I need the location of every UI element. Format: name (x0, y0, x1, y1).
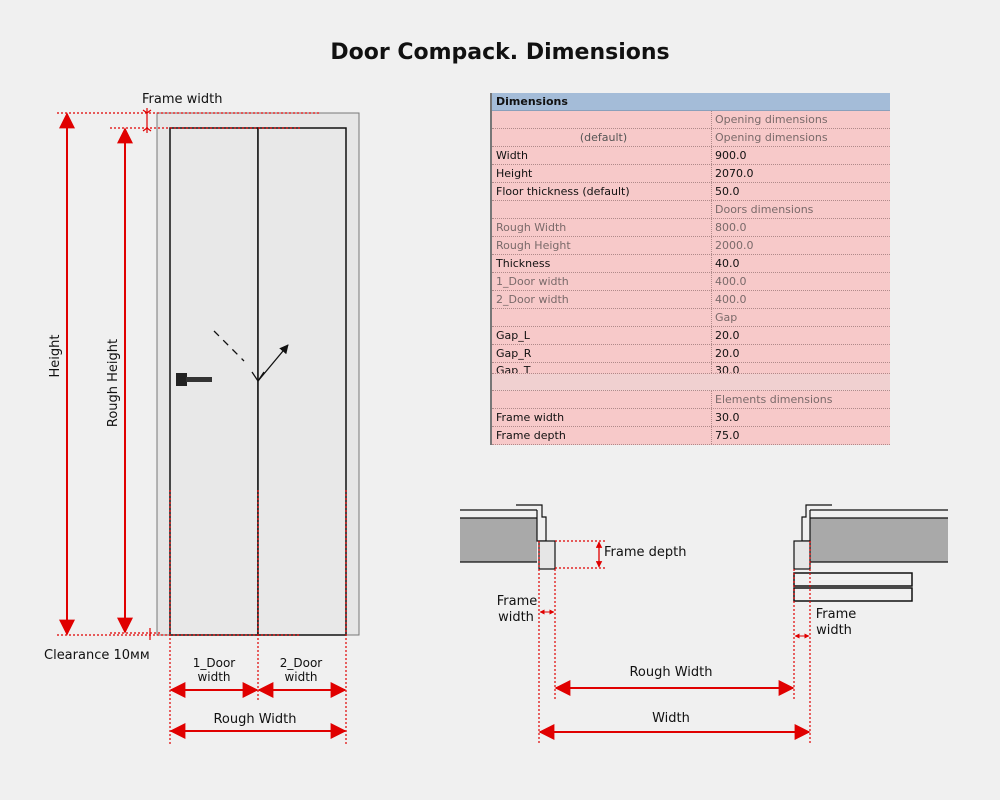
property-row-default: (default)Opening dimensions (492, 129, 890, 147)
folded-door-leaf-1 (793, 572, 913, 587)
property-value: Doors dimensions (715, 203, 814, 216)
property-row-floor-thickness: Floor thickness (default)50.0 (492, 183, 890, 201)
door-handle-icon (176, 373, 212, 386)
folded-door-leaf-2 (793, 587, 913, 602)
door1-width-label-2: width (197, 670, 230, 684)
section-view: Frame depth Frame width Frame width Roug… (460, 504, 948, 745)
property-name (492, 201, 712, 218)
property-name: Floor thickness (default) (492, 183, 712, 200)
property-value[interactable]: 40.0 (715, 257, 740, 270)
property-name: (default) (492, 129, 712, 146)
property-name: Frame depth (492, 427, 712, 444)
wall-right (810, 518, 948, 562)
property-value[interactable]: 50.0 (715, 185, 740, 198)
property-name (492, 111, 712, 128)
property-name: Thickness (492, 255, 712, 272)
fold-direction-icon (213, 330, 289, 383)
property-value: Gap (715, 311, 738, 324)
property-name: Width (492, 147, 712, 164)
property-name: Frame width (492, 409, 712, 426)
height-label: Height (48, 335, 63, 378)
frame-jamb-left (538, 540, 556, 570)
property-name (492, 309, 712, 326)
frame-width-label: Frame width (142, 92, 222, 107)
property-name: 1_Door width (492, 273, 712, 290)
property-name: 2_Door width (492, 291, 712, 308)
door1-width-label-1: 1_Door (193, 656, 236, 670)
property-value: 400.0 (715, 293, 747, 306)
property-value[interactable]: Opening dimensions (715, 131, 828, 144)
clearance-label: Clearance 10мм (44, 648, 150, 663)
property-value: 400.0 (715, 275, 747, 288)
section-dimension-lines (538, 541, 811, 740)
property-value[interactable]: 900.0 (715, 149, 747, 162)
section-rough-width-label: Rough Width (629, 665, 712, 680)
property-name: Height (492, 165, 712, 182)
property-value[interactable]: 20.0 (715, 347, 740, 360)
property-name: Rough Height (492, 237, 712, 254)
property-value: 800.0 (715, 221, 747, 234)
property-name: Gap_L (492, 327, 712, 344)
frame-width-tick (142, 108, 152, 640)
frame-width-right-label-1: Frame (816, 607, 857, 622)
property-name: Gap_R (492, 345, 712, 362)
rough-height-label: Rough Height (106, 339, 121, 427)
frame-width-right-label-2: width (816, 623, 852, 638)
property-value[interactable]: 30.0 (715, 411, 740, 424)
group-doors-dimensions: Doors dimensions (492, 201, 890, 219)
properties-header[interactable]: Dimensions (492, 93, 890, 111)
property-value: 2000.0 (715, 239, 754, 252)
property-value: Elements dimensions (715, 393, 833, 406)
property-value[interactable]: 75.0 (715, 429, 740, 442)
section-extension-lines (538, 540, 811, 745)
property-value: Opening dimensions (715, 113, 828, 126)
frame-jamb-right (793, 540, 811, 570)
property-value[interactable]: 30.0 (715, 364, 740, 373)
property-name (492, 391, 712, 408)
front-dimension-lines (59, 112, 347, 739)
frame-width-left-label-1: Frame (497, 594, 538, 609)
frame-depth-label: Frame depth (604, 545, 686, 560)
door2-width-label-1: 2_Door (280, 656, 323, 670)
table-separator (492, 374, 890, 391)
group-elements-dimensions: Elements dimensions (492, 391, 890, 409)
front-view: Frame width Height Rough Height Clearanc… (44, 92, 360, 745)
wall-left (460, 518, 537, 562)
rough-width-label: Rough Width (213, 712, 296, 727)
section-width-label: Width (652, 711, 690, 726)
group-gap: Gap (492, 309, 890, 327)
property-name: Gap_T (492, 363, 712, 373)
door2-width-label-2: width (284, 670, 317, 684)
page-title: Door Compack. Dimensions (330, 40, 670, 65)
door-leaf-2 (257, 127, 347, 636)
frame-width-left-label-2: width (498, 610, 534, 625)
frame-profile-left (516, 504, 547, 542)
property-name: Rough Width (492, 219, 712, 236)
property-value[interactable]: 20.0 (715, 329, 740, 342)
dimensions-properties-table: Dimensions Opening dimensions (default)O… (490, 93, 890, 445)
property-value[interactable]: 2070.0 (715, 167, 754, 180)
group-opening-dimensions: Opening dimensions (492, 111, 890, 129)
